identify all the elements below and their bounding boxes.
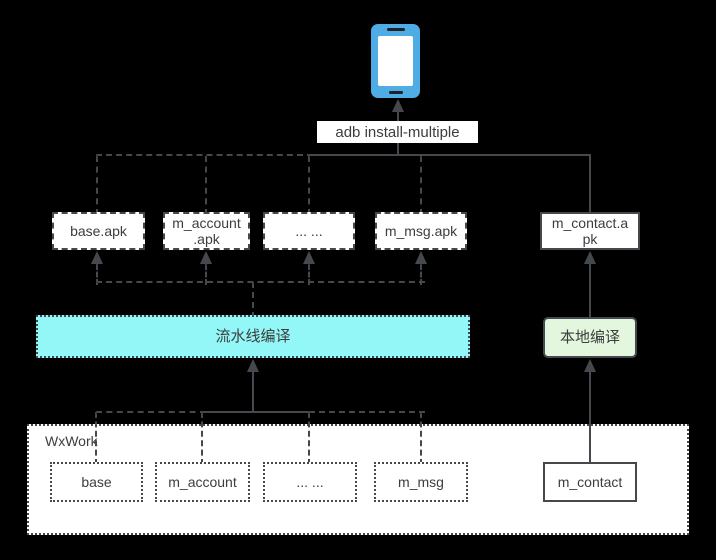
stub-ellipsis-apk xyxy=(308,264,310,285)
node-base-module: base xyxy=(50,462,143,502)
riser-base-module xyxy=(95,412,97,465)
node-ellipsis-apk-label: ... ... xyxy=(295,222,323,239)
base-module-label: base xyxy=(81,473,112,490)
riser-ellipsis-module xyxy=(308,412,310,465)
drop-msg-apk xyxy=(420,156,422,215)
stub-account-apk xyxy=(205,264,207,285)
connector-contact-to-local-build xyxy=(589,372,591,462)
drop-contact-apk xyxy=(589,156,591,213)
phone-speaker-bar xyxy=(386,28,405,31)
drop-account-apk xyxy=(205,156,207,215)
arrowhead-to-account-apk xyxy=(200,251,212,264)
node-base-apk-label: base.apk xyxy=(70,222,127,239)
phone-screen xyxy=(378,36,413,86)
node-account-apk: m_account .apk xyxy=(163,212,250,250)
node-ellipsis-apk: ... ... xyxy=(263,212,355,250)
smartphone-icon xyxy=(371,24,420,98)
middle-bus-dashed xyxy=(96,281,425,283)
drop-ellipsis-apk xyxy=(308,156,310,215)
riser-pipeline-to-bus xyxy=(252,282,254,318)
node-msg-apk-label: m_msg.apk xyxy=(384,222,458,239)
node-contact-module: m_contact xyxy=(543,462,637,502)
node-account-apk-label-line2: .apk xyxy=(193,231,220,247)
lower-bus-dashed-right xyxy=(309,411,425,413)
node-ellipsis-module: ... ... xyxy=(263,462,357,502)
arrowhead-to-contact-apk xyxy=(584,251,596,264)
stub-msg-apk xyxy=(420,264,422,285)
arrowhead-to-phone xyxy=(392,99,404,112)
arrowhead-to-local-build xyxy=(584,359,596,372)
lower-bus-solid-middle xyxy=(202,411,310,413)
ellipsis-module-label: ... ... xyxy=(296,473,324,490)
riser-msg-module xyxy=(420,412,422,465)
lower-bus-dashed-left xyxy=(96,411,206,413)
arrowhead-to-ellipsis-apk xyxy=(303,251,315,264)
arrowhead-to-pipeline-build xyxy=(247,359,259,372)
account-module-label: m_account xyxy=(168,473,237,490)
riser-modules-to-pipeline xyxy=(252,372,254,412)
riser-account-module xyxy=(201,412,203,465)
stub-base-apk xyxy=(96,264,98,285)
connector-bus-to-adb xyxy=(397,143,399,155)
pipeline-build-label: 流水线编译 xyxy=(215,327,291,345)
arrowhead-to-base-apk xyxy=(91,251,103,264)
arrowhead-to-msg-apk xyxy=(415,251,427,264)
node-account-apk-label-line1: m_account xyxy=(172,214,241,231)
node-base-apk: base.apk xyxy=(52,212,145,250)
local-build-label: 本地编译 xyxy=(559,328,620,346)
drop-base-apk xyxy=(96,156,98,215)
msg-module-label: m_msg xyxy=(398,473,444,490)
node-msg-apk: m_msg.apk xyxy=(375,212,467,250)
node-account-module: m_account xyxy=(155,462,250,502)
node-contact-apk: m_contact.a pk xyxy=(540,212,640,250)
node-msg-module: m_msg xyxy=(374,462,468,502)
phone-home-bar xyxy=(388,91,403,94)
upper-bus-dashed xyxy=(96,154,313,156)
node-contact-apk-label-line2: pk xyxy=(582,231,598,247)
project-name-label: WxWork xyxy=(45,433,98,449)
adb-install-command-text: adb install-multiple xyxy=(335,123,460,141)
node-local-build: 本地编译 xyxy=(543,317,637,358)
node-contact-apk-label-line1: m_contact.a xyxy=(551,214,629,231)
connector-adb-to-phone xyxy=(397,112,399,121)
adb-install-command-label: adb install-multiple xyxy=(317,121,478,143)
connector-local-to-contact-apk xyxy=(589,264,591,318)
node-pipeline-build: 流水线编译 xyxy=(36,315,470,358)
upper-bus-solid xyxy=(310,154,591,156)
contact-module-label: m_contact xyxy=(557,473,623,490)
